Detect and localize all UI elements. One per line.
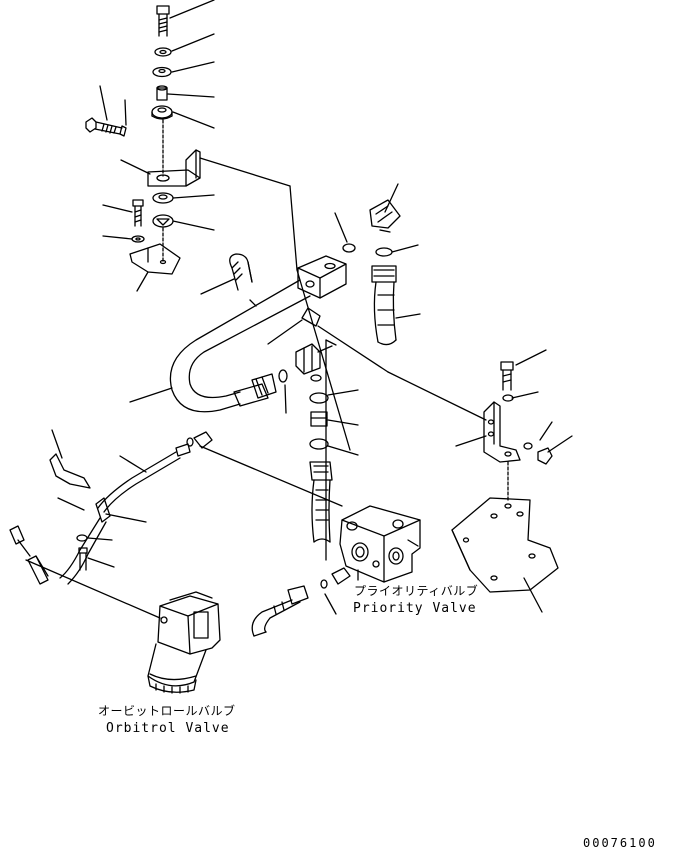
connection-lines bbox=[25, 445, 343, 619]
priority-valve-label-jp: プライオリティバルブ bbox=[354, 584, 479, 598]
hose-clip bbox=[267, 307, 389, 373]
orbitrol-valve-label-en: Orbitrol Valve bbox=[106, 721, 230, 736]
long-hose bbox=[129, 279, 311, 414]
priority-valve-label-en: Priority Valve bbox=[353, 601, 477, 616]
priority-valve bbox=[339, 505, 421, 583]
pipe-block-fitting bbox=[296, 255, 351, 451]
lower-plate-assembly bbox=[102, 199, 181, 292]
hose-vertical-lower bbox=[309, 461, 333, 543]
connector-stack-center bbox=[295, 339, 359, 561]
hose-right-upper bbox=[371, 265, 421, 346]
bolt-stack-top bbox=[151, 5, 173, 177]
leader-lines-top bbox=[167, 0, 215, 129]
lower-fitting-hose bbox=[251, 567, 351, 637]
elbow-fitting bbox=[334, 183, 419, 257]
washers-mid bbox=[152, 192, 215, 263]
mounting-plate bbox=[451, 497, 559, 613]
orbitrol-valve-label-jp: オービットロールバルブ bbox=[98, 704, 236, 718]
orbitrol-valve bbox=[147, 591, 221, 694]
side-bolt bbox=[85, 85, 127, 137]
drawing-number: 00076100 bbox=[583, 836, 657, 850]
u-bolt bbox=[200, 253, 253, 295]
right-bracket bbox=[387, 349, 573, 503]
left-hose-assembly bbox=[9, 431, 213, 585]
upper-bracket bbox=[120, 149, 298, 271]
left-clamp bbox=[49, 429, 115, 571]
